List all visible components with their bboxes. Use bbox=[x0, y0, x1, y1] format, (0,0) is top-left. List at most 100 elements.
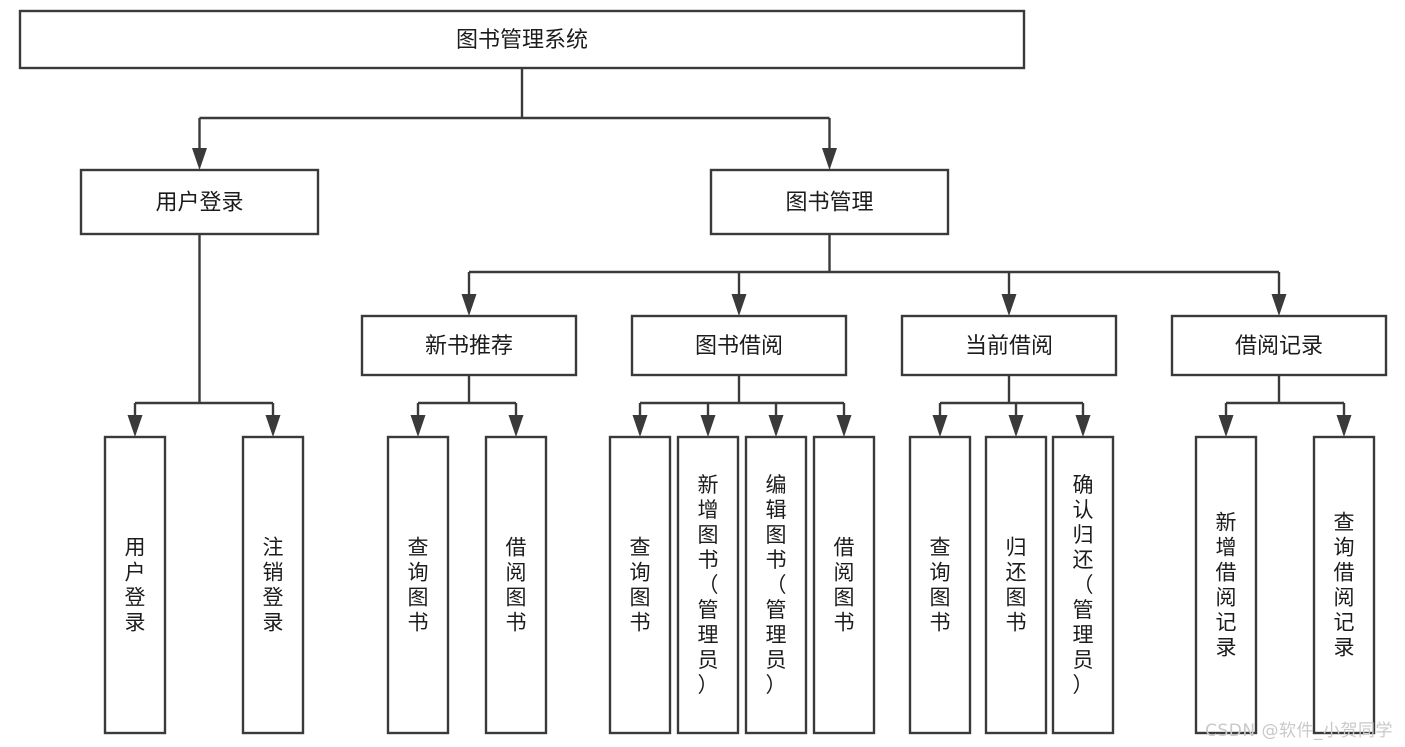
svg-text:查: 查 bbox=[630, 536, 651, 560]
node-box-leaf-return-book[interactable] bbox=[984, 435, 1048, 735]
node-label-user-login: 用户登录 bbox=[155, 191, 243, 216]
node-root[interactable]: 图书管理系统 bbox=[18, 9, 1026, 70]
node-user-login[interactable]: 用户登录 bbox=[79, 168, 320, 236]
node-box-book-borrow[interactable] bbox=[630, 314, 848, 377]
node-current-borrow[interactable]: 当前借阅 bbox=[900, 314, 1118, 377]
arrow-head-icon bbox=[768, 415, 784, 437]
svg-text:书: 书 bbox=[834, 611, 855, 635]
svg-text:询: 询 bbox=[408, 561, 429, 585]
svg-text:归: 归 bbox=[1006, 536, 1027, 560]
connector-group-new-book-recommend bbox=[410, 375, 524, 437]
node-box-leaf-query-record[interactable] bbox=[1312, 435, 1376, 735]
node-box-leaf-query-book-2[interactable] bbox=[608, 435, 672, 735]
node-book-manage[interactable]: 图书管理 bbox=[709, 168, 950, 236]
node-box-current-borrow[interactable] bbox=[900, 314, 1118, 377]
node-box-leaf-add-book[interactable] bbox=[676, 435, 740, 735]
svg-text:注: 注 bbox=[263, 536, 284, 560]
node-box-leaf-confirm-return[interactable] bbox=[1051, 435, 1115, 735]
node-box-leaf-query-book-3[interactable] bbox=[908, 435, 972, 735]
svg-text:理: 理 bbox=[766, 623, 787, 647]
arrow-head-icon bbox=[461, 294, 477, 316]
svg-text:录: 录 bbox=[263, 611, 284, 635]
svg-text:借: 借 bbox=[1216, 561, 1237, 585]
svg-text:员: 员 bbox=[1073, 648, 1094, 672]
svg-text:阅: 阅 bbox=[1334, 586, 1355, 610]
svg-text:录: 录 bbox=[125, 611, 146, 635]
node-box-book-manage[interactable] bbox=[709, 168, 950, 236]
svg-text:记: 记 bbox=[1334, 611, 1355, 635]
svg-text:阅: 阅 bbox=[1216, 586, 1237, 610]
svg-text:借: 借 bbox=[506, 536, 527, 560]
node-label-borrow-record: 借阅记录 bbox=[1235, 334, 1323, 359]
node-label-new-book-recommend: 新书推荐 bbox=[425, 334, 513, 359]
node-new-book-recommend[interactable]: 新书推荐 bbox=[360, 314, 578, 377]
node-box-root[interactable] bbox=[18, 9, 1026, 70]
svg-text:）: ） bbox=[698, 673, 719, 697]
svg-text:员: 员 bbox=[766, 648, 787, 672]
node-borrow-record[interactable]: 借阅记录 bbox=[1170, 314, 1388, 377]
svg-text:查: 查 bbox=[1334, 511, 1355, 535]
svg-text:图: 图 bbox=[630, 586, 651, 610]
svg-text:书: 书 bbox=[930, 611, 951, 635]
svg-text:理: 理 bbox=[698, 623, 719, 647]
svg-text:书: 书 bbox=[698, 548, 719, 572]
svg-text:归: 归 bbox=[1073, 523, 1094, 547]
svg-text:增: 增 bbox=[1216, 536, 1237, 560]
svg-text:书: 书 bbox=[506, 611, 527, 635]
svg-text:询: 询 bbox=[1334, 536, 1355, 560]
node-box-leaf-user-logout[interactable] bbox=[241, 435, 305, 735]
svg-text:图: 图 bbox=[506, 586, 527, 610]
node-box-leaf-query-book-1[interactable] bbox=[386, 435, 450, 735]
connector-layer bbox=[127, 68, 1352, 437]
arrow-head-icon bbox=[822, 148, 837, 170]
svg-text:询: 询 bbox=[930, 561, 951, 585]
node-box-leaf-user-login[interactable] bbox=[103, 435, 167, 735]
svg-text:登: 登 bbox=[263, 586, 284, 610]
node-box-borrow-record[interactable] bbox=[1170, 314, 1388, 377]
arrow-head-icon bbox=[932, 415, 948, 437]
svg-text:新: 新 bbox=[1216, 511, 1237, 535]
node-book-borrow[interactable]: 图书借阅 bbox=[630, 314, 848, 377]
node-box-user-login[interactable] bbox=[79, 168, 320, 236]
svg-text:图: 图 bbox=[408, 586, 429, 610]
node-box-leaf-borrow-book-2[interactable] bbox=[812, 435, 876, 735]
node-box-leaf-add-record[interactable] bbox=[1194, 435, 1258, 735]
node-box-new-book-recommend[interactable] bbox=[360, 314, 578, 377]
node-leaf-user-login[interactable]: 用户登录 bbox=[103, 435, 167, 735]
svg-text:增: 增 bbox=[698, 498, 719, 522]
arrow-head-icon bbox=[1008, 415, 1024, 437]
svg-text:认: 认 bbox=[1073, 498, 1094, 522]
connector-group-current-borrow bbox=[932, 375, 1091, 437]
svg-text:编: 编 bbox=[766, 473, 787, 497]
node-layer: 图书管理系统用户登录图书管理新书推荐图书借阅当前借阅借阅记录用户登录注销登录查询… bbox=[18, 9, 1388, 735]
svg-text:辑: 辑 bbox=[766, 498, 787, 522]
node-box-leaf-borrow-book-1[interactable] bbox=[484, 435, 548, 735]
svg-text:书: 书 bbox=[630, 611, 651, 635]
node-box-leaf-edit-book[interactable] bbox=[744, 435, 808, 735]
arrow-head-icon bbox=[410, 415, 426, 437]
svg-text:图: 图 bbox=[1006, 586, 1027, 610]
svg-text:查: 查 bbox=[930, 536, 951, 560]
svg-text:书: 书 bbox=[408, 611, 429, 635]
